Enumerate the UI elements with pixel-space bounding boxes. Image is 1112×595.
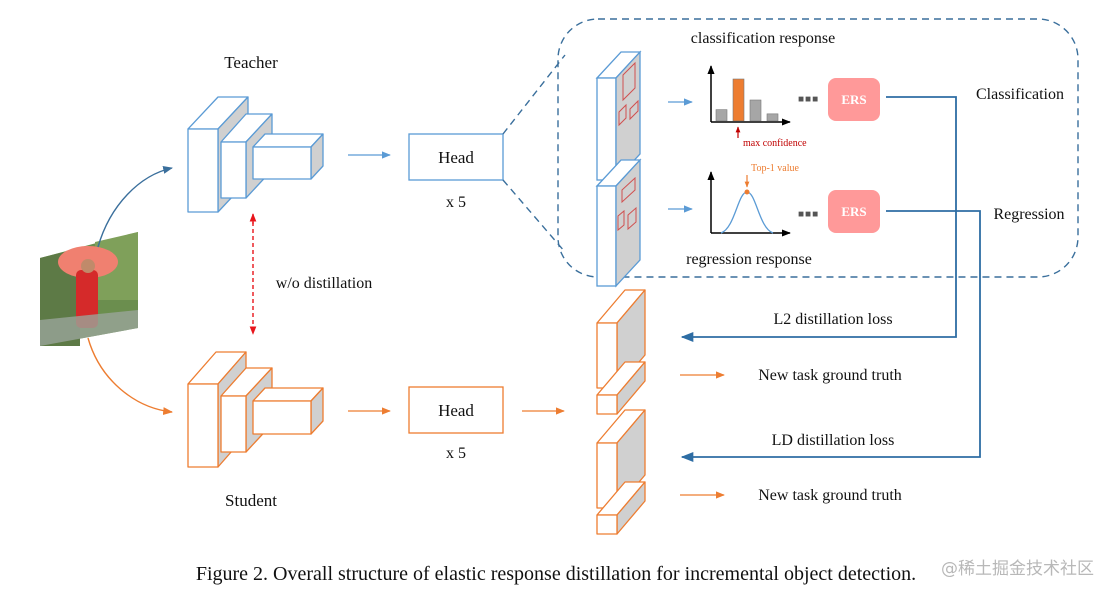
classification-bar-max: [732, 78, 745, 122]
student-label: Student: [225, 491, 277, 510]
student-classification-output: [596, 289, 646, 415]
regression-feature-map: [595, 158, 642, 288]
regression-curve: [720, 191, 774, 234]
student-head-box: [408, 386, 504, 434]
teacher-head-repeat: x 5: [446, 194, 466, 211]
max-confidence-annotation: max confidence: [743, 138, 807, 149]
l2-loss-label: L2 distillation loss: [773, 311, 892, 328]
regression-ellipsis: ■■■: [798, 209, 819, 220]
image-to-teacher-arrow: [97, 166, 173, 248]
classification-feature-map: [595, 50, 642, 182]
ground-truth-label-1: New task ground truth: [758, 367, 902, 384]
figure-caption: Figure 2. Overall structure of elastic r…: [196, 563, 916, 585]
classification-response-title: classification response: [691, 30, 835, 47]
student-regression-output: [596, 409, 646, 535]
classification-bar: [749, 99, 762, 122]
regression-response-title: regression response: [686, 251, 812, 268]
ers-detail-panel: [557, 18, 1079, 278]
classification-bar: [715, 109, 728, 122]
input-image: [40, 232, 138, 346]
classification-bar: [766, 113, 779, 122]
ld-loss-label: LD distillation loss: [772, 432, 895, 449]
watermark: @稀土掘金技术社区: [941, 559, 1094, 579]
zoom-line-bottom: [502, 179, 566, 253]
teacher-backbone: [187, 96, 324, 213]
ground-truth-label-2: New task ground truth: [758, 487, 902, 504]
image-to-student-arrow: [87, 337, 173, 415]
top1-annotation: Top-1 value: [751, 163, 799, 174]
classification-to-l2-loss-connector: [680, 96, 957, 343]
student-head-repeat: x 5: [446, 445, 466, 462]
regression-response-chart: [707, 171, 791, 237]
top1-point: [744, 189, 750, 195]
regression-to-ld-loss-connector: [680, 210, 981, 463]
student-backbone: [187, 351, 324, 468]
classification-response-chart: [707, 65, 791, 126]
teacher-head-label: Head: [438, 148, 474, 167]
classification-ers-block: [828, 78, 880, 121]
teacher-head-box: [408, 133, 504, 181]
regression-ers-label: ERS: [841, 204, 866, 219]
distillation-link-label: w/o distillation: [276, 275, 372, 292]
regression-output-label: Regression: [993, 206, 1064, 223]
classification-ellipsis: ■■■: [798, 94, 819, 105]
zoom-line-top: [502, 54, 566, 135]
regression-ers-block: [828, 190, 880, 233]
classification-ers-label: ERS: [841, 92, 866, 107]
student-head-label: Head: [438, 401, 474, 420]
teacher-label: Teacher: [224, 53, 278, 72]
classification-output-label: Classification: [976, 86, 1064, 103]
